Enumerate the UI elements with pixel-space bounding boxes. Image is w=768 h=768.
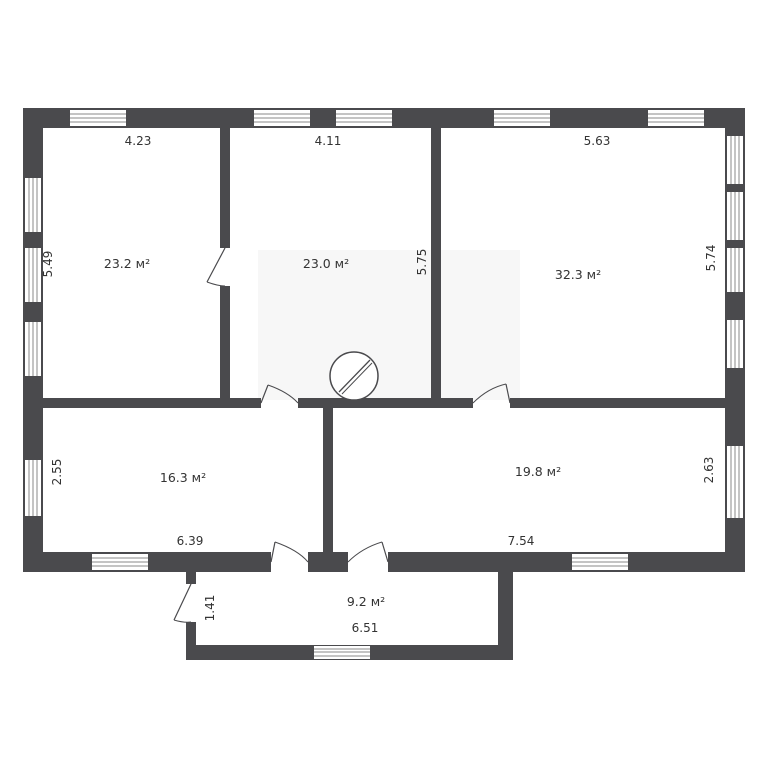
room4-area: 16.3 м² bbox=[160, 470, 206, 485]
wall-vest-left bbox=[186, 570, 196, 584]
circle-slash-icon bbox=[329, 351, 379, 401]
door-entrance bbox=[173, 583, 192, 623]
door-room2-hall bbox=[260, 384, 299, 404]
window-left-3 bbox=[25, 322, 41, 376]
window-bottom-1 bbox=[92, 554, 148, 570]
window-top-4 bbox=[494, 110, 550, 126]
watermark-block bbox=[258, 250, 520, 400]
window-bottom-2 bbox=[572, 554, 628, 570]
room2-height: 5.75 bbox=[415, 249, 429, 276]
room3-width: 5.63 bbox=[584, 134, 611, 148]
wall-int-v2 bbox=[431, 128, 441, 400]
room2-area: 23.0 м² bbox=[303, 256, 349, 271]
window-left-1 bbox=[25, 178, 41, 232]
wall-bottom-right bbox=[388, 552, 745, 572]
room1-area: 23.2 м² bbox=[104, 256, 150, 271]
window-left-4 bbox=[25, 460, 41, 516]
door-room4-vestibule bbox=[270, 541, 309, 563]
wall-int-h-right bbox=[510, 398, 725, 408]
window-top-3 bbox=[336, 110, 392, 126]
room4-width: 6.39 bbox=[177, 534, 204, 548]
window-right-5 bbox=[727, 446, 743, 518]
room3-area: 32.3 м² bbox=[555, 267, 601, 282]
room5-width: 7.54 bbox=[508, 534, 535, 548]
wall-int-v1-top bbox=[220, 128, 230, 248]
wall-bottom-mid bbox=[308, 552, 348, 572]
wall-int-h-left bbox=[43, 398, 261, 408]
wall-int-v1-bottom bbox=[220, 286, 230, 400]
wall-vest-right bbox=[498, 570, 513, 660]
room5-area: 19.8 м² bbox=[515, 464, 561, 479]
room1-height: 5.49 bbox=[41, 251, 55, 278]
doors bbox=[173, 247, 511, 623]
door-room5-vestibule bbox=[347, 541, 389, 563]
room2-width: 4.11 bbox=[315, 134, 342, 148]
window-right-3 bbox=[727, 248, 743, 292]
window-top-2 bbox=[254, 110, 310, 126]
wall-vest-left-lower bbox=[186, 622, 196, 660]
window-top-1 bbox=[70, 110, 126, 126]
window-right-2 bbox=[727, 192, 743, 240]
room3-height: 5.74 bbox=[704, 245, 718, 272]
wall-int-v3 bbox=[323, 400, 333, 555]
door-room3-hall bbox=[472, 383, 511, 404]
wall-int-h-mid bbox=[298, 398, 473, 408]
window-right-4 bbox=[727, 320, 743, 368]
room6-width: 6.51 bbox=[352, 621, 379, 635]
window-vestibule bbox=[314, 646, 370, 659]
labels: 4.23 5.49 23.2 м² 4.11 5.75 23.0 м² 5.63… bbox=[41, 134, 718, 635]
room5-height: 2.63 bbox=[702, 457, 716, 484]
window-right-1 bbox=[727, 136, 743, 184]
room6-area: 9.2 м² bbox=[347, 594, 385, 609]
room4-height: 2.55 bbox=[50, 459, 64, 486]
window-left-2 bbox=[25, 248, 41, 302]
room6-height: 1.41 bbox=[203, 595, 217, 622]
door-room1-room2 bbox=[206, 247, 226, 287]
windows bbox=[25, 110, 743, 659]
room1-width: 4.23 bbox=[125, 134, 152, 148]
window-top-5 bbox=[648, 110, 704, 126]
